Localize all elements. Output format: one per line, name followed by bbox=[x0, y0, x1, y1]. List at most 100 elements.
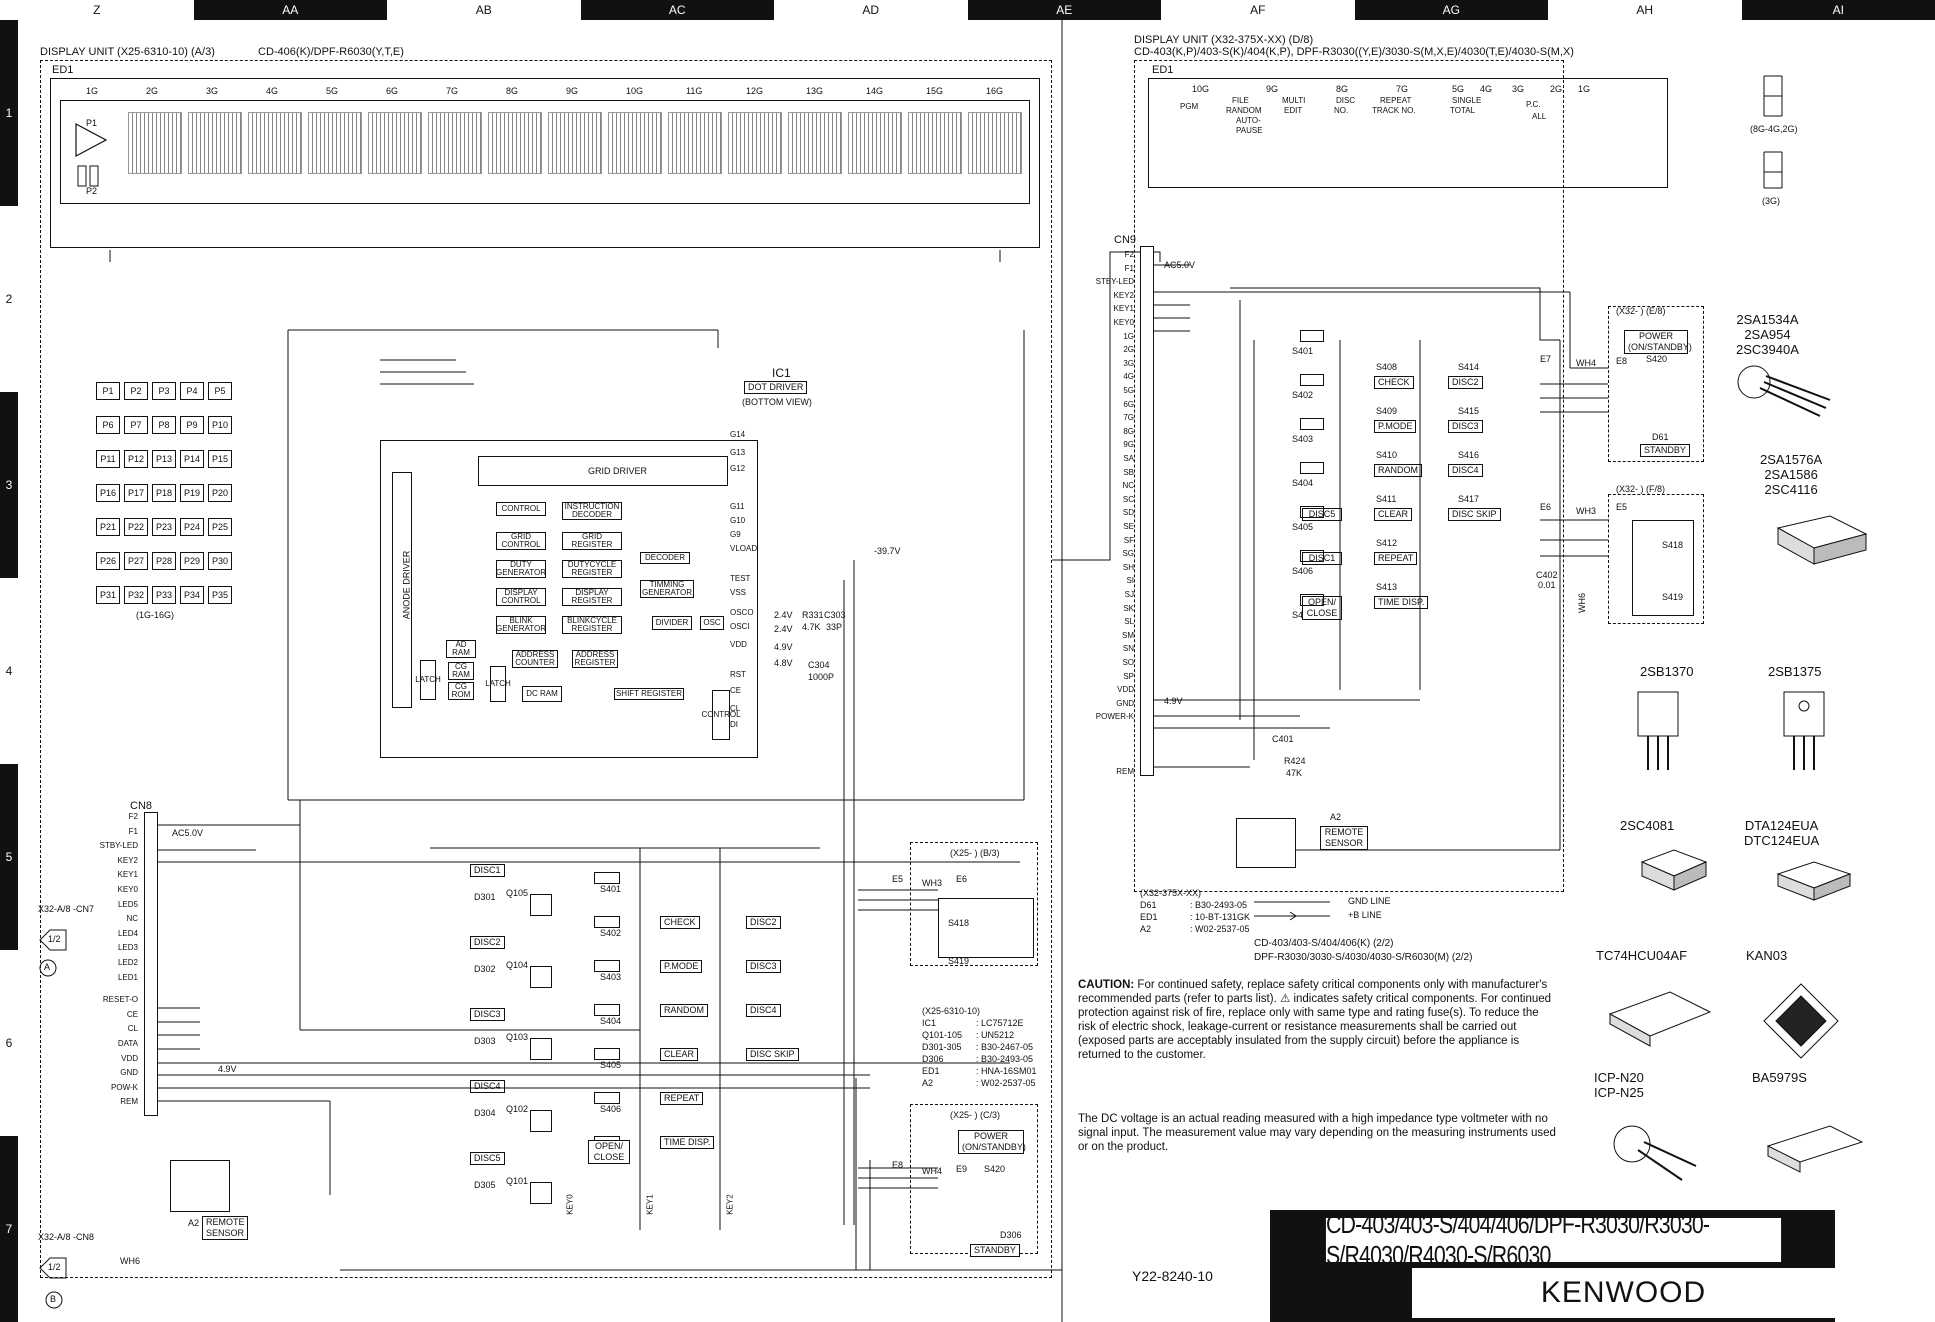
right-switch-name[interactable]: REPEAT bbox=[1374, 552, 1418, 565]
ic-block: DECODER bbox=[640, 552, 690, 564]
left-wh4: WH4 bbox=[922, 1166, 942, 1176]
matrix-p21: P21 bbox=[96, 518, 120, 536]
switch-key-box[interactable] bbox=[594, 1048, 620, 1060]
cn9-pin-key0: KEY0 bbox=[1113, 318, 1134, 327]
right-grid-7g: 7G bbox=[1396, 84, 1409, 94]
c3-power-label: POWER (ON/STANDBY) bbox=[958, 1130, 1026, 1154]
left-switch[interactable]: S406 bbox=[600, 1104, 622, 1114]
transistor-symbol bbox=[530, 1110, 552, 1132]
switch-key-box[interactable] bbox=[1300, 374, 1324, 386]
left-switch[interactable]: S404 bbox=[600, 1016, 622, 1026]
switch-key-box[interactable] bbox=[1300, 550, 1324, 562]
right-switch[interactable]: S417 bbox=[1458, 494, 1480, 504]
right-switch-name[interactable]: RANDOM bbox=[1374, 464, 1422, 477]
right-switch-name[interactable]: DISC4 bbox=[1448, 464, 1483, 477]
led-disc-label: DISC3 bbox=[470, 1008, 505, 1021]
ic1-pin-cl: CL bbox=[730, 704, 741, 713]
left-switch[interactable]: S401 bbox=[600, 884, 622, 894]
cn8-pin-gnd: GND bbox=[120, 1068, 138, 1078]
right-switch[interactable]: S416 bbox=[1458, 450, 1480, 460]
left-switch-name[interactable]: DISC4 bbox=[746, 1004, 781, 1017]
right-switch[interactable]: S414 bbox=[1458, 362, 1480, 372]
right-switch[interactable]: S405 bbox=[1292, 522, 1314, 532]
left-switch-name[interactable]: DISC3 bbox=[746, 960, 781, 973]
right-grid-2g: 2G bbox=[1550, 84, 1563, 94]
cn9-pin-nc: NC bbox=[1122, 481, 1134, 491]
package-name: 2SB1370 bbox=[1640, 664, 1694, 679]
left-e8: E8 bbox=[892, 1160, 904, 1170]
right-switch-name[interactable]: TIME DISP. bbox=[1374, 596, 1429, 609]
cn8-pin-cl: CL bbox=[127, 1024, 138, 1034]
led-transistor: Q102 bbox=[506, 1104, 529, 1114]
right-switch-name[interactable]: CLEAR bbox=[1374, 508, 1413, 521]
switch-key-box[interactable] bbox=[594, 1092, 620, 1104]
left-switch-name[interactable]: DISC2 bbox=[746, 916, 781, 929]
cn9-pin-key2: KEY2 bbox=[1113, 290, 1134, 300]
transistor-symbol bbox=[530, 894, 552, 916]
right-switch[interactable]: S409 bbox=[1376, 406, 1398, 416]
left-open-close[interactable]: OPEN/ CLOSE bbox=[588, 1140, 630, 1164]
left-switch-name[interactable]: CLEAR bbox=[660, 1048, 699, 1061]
part-ref: Q101-105 bbox=[922, 1030, 963, 1040]
vfd-cell bbox=[548, 112, 602, 174]
vfd-indicator: TRACK NO. bbox=[1372, 106, 1416, 115]
right-switch[interactable]: S406 bbox=[1292, 566, 1314, 576]
left-switch[interactable]: S402 bbox=[600, 928, 622, 938]
switch-key-box[interactable] bbox=[594, 960, 620, 972]
part-ref: ED1 bbox=[1140, 912, 1158, 922]
switch-key-box[interactable] bbox=[1300, 418, 1324, 430]
right-switch[interactable]: S402 bbox=[1292, 390, 1314, 400]
left-switch-name[interactable]: RANDOM bbox=[660, 1004, 708, 1017]
switch-key-box[interactable] bbox=[1300, 506, 1324, 518]
matrix-p23: P23 bbox=[152, 518, 176, 536]
right-switch[interactable]: S412 bbox=[1376, 538, 1398, 548]
switch-key-box[interactable] bbox=[1300, 594, 1324, 606]
cn8-half: 1/2 bbox=[48, 1262, 61, 1272]
switch-key-box[interactable] bbox=[594, 916, 620, 928]
switch-key-box[interactable] bbox=[1300, 330, 1324, 342]
column-ad: AD bbox=[774, 0, 968, 20]
switch-key-box[interactable] bbox=[1300, 462, 1324, 474]
left-ed1-label: ED1 bbox=[52, 64, 74, 76]
right-switch[interactable]: S408 bbox=[1376, 362, 1398, 372]
left-switch-name[interactable]: REPEAT bbox=[660, 1092, 704, 1105]
switch-key-box[interactable] bbox=[594, 1004, 620, 1016]
right-wh6: WH6 bbox=[1577, 593, 1587, 613]
vfd-cell bbox=[788, 112, 842, 174]
pkg-2sb1375-drawing bbox=[1783, 691, 1825, 770]
left-switch-name[interactable]: DISC SKIP bbox=[746, 1048, 799, 1061]
right-switch[interactable]: S403 bbox=[1292, 434, 1314, 444]
left-switch-name[interactable]: CHECK bbox=[660, 916, 700, 929]
right-switch[interactable]: S401 bbox=[1292, 346, 1314, 356]
left-switch-name[interactable]: P.MODE bbox=[660, 960, 703, 973]
matrix-p19: P19 bbox=[180, 484, 204, 502]
matrix-p35: P35 bbox=[208, 586, 232, 604]
left-switch-name[interactable]: TIME DISP. bbox=[660, 1136, 715, 1149]
right-switch-name[interactable]: DISC SKIP bbox=[1448, 508, 1501, 521]
left-switch[interactable]: S403 bbox=[600, 972, 622, 982]
vfd-indicator: REPEAT bbox=[1380, 96, 1412, 105]
right-switch[interactable]: S415 bbox=[1458, 406, 1480, 416]
left-switch[interactable]: S405 bbox=[600, 1060, 622, 1070]
switch-key-box[interactable] bbox=[594, 872, 620, 884]
cn9-pin-1g: 1G bbox=[1123, 331, 1134, 341]
right-switch-name[interactable]: DISC2 bbox=[1448, 376, 1483, 389]
matrix-p15: P15 bbox=[208, 450, 232, 468]
key-line-label: KEY1 bbox=[645, 1194, 655, 1215]
right-switch-name[interactable]: P.MODE bbox=[1374, 420, 1417, 433]
right-switch-name[interactable]: CHECK bbox=[1374, 376, 1414, 389]
right-switch[interactable]: S410 bbox=[1376, 450, 1398, 460]
grid-label-16g: 16G bbox=[986, 86, 1004, 96]
right-switch[interactable]: S404 bbox=[1292, 478, 1314, 488]
cn8-pin-data: DATA bbox=[117, 1039, 138, 1048]
pkg-2sb1370-drawing bbox=[1637, 691, 1679, 770]
grid-label-6g: 6G bbox=[386, 86, 399, 96]
anode-driver-label: ANODE DRIVER bbox=[401, 550, 412, 620]
led-diode: D305 bbox=[474, 1180, 496, 1190]
right-switch-name[interactable]: DISC3 bbox=[1448, 420, 1483, 433]
cn9-pin-sg: SG bbox=[1122, 549, 1134, 559]
dc-voltage-note: The DC voltage is an actual reading meas… bbox=[1078, 1113, 1556, 1153]
right-switch[interactable]: S413 bbox=[1376, 582, 1398, 592]
right-switch[interactable]: S411 bbox=[1376, 494, 1397, 504]
vfd-cell bbox=[728, 112, 782, 174]
